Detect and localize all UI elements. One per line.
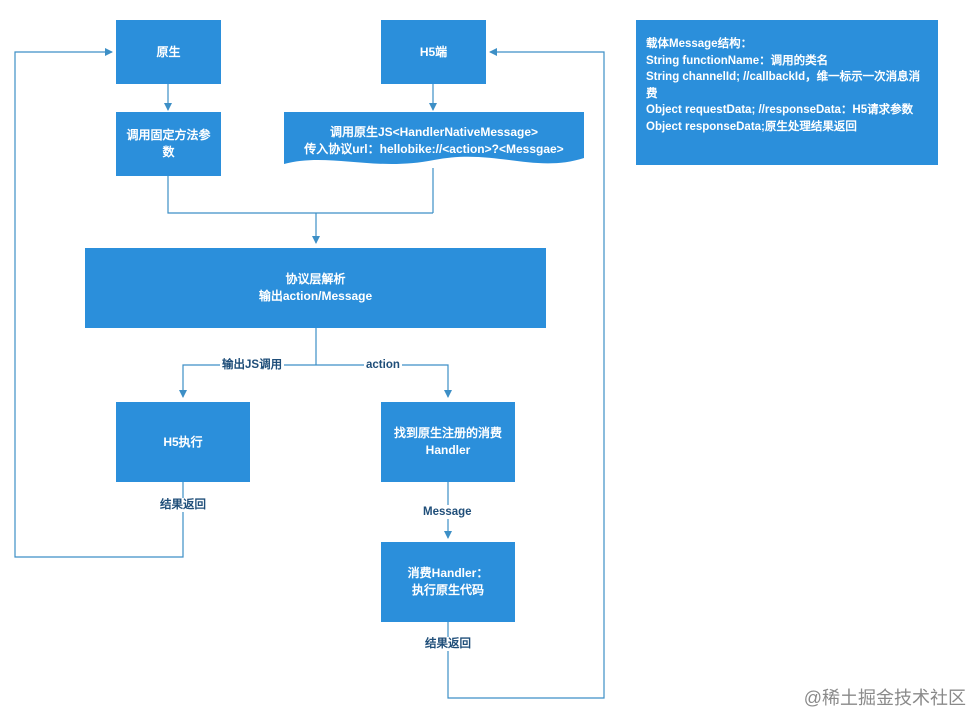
node-protocol-line2: 输出action/Message: [258, 289, 373, 303]
node-protocol-line1: 协议层解析: [285, 272, 346, 286]
node-protocol-parse[interactable]: 协议层解析 输出action/Message: [85, 248, 546, 328]
node-call-native-js-line2: 传入协议url：hellobike://<action>?<Messgae>: [304, 142, 564, 156]
note-line-2: String functionName：调用的类名: [646, 54, 829, 67]
node-h5-end-label: H5端: [419, 44, 448, 59]
node-call-native-js-line1: 调用原生JS<HandlerNativeMessage>: [329, 125, 539, 139]
edge-call-to-merge: [167, 176, 433, 214]
edge-label-result-left: 结果返回: [158, 498, 208, 512]
node-call-native-js-shape[interactable]: [284, 112, 584, 172]
node-consume-handler[interactable]: 消费Handler： 执行原生代码: [381, 542, 515, 622]
edge-h5exec-return: [14, 48, 184, 558]
node-consume-line1: 消费Handler：: [407, 566, 489, 580]
edge-split-to-handler: [316, 364, 452, 398]
node-call-fixed-line2: 数: [162, 145, 175, 159]
node-call-native-js: 调用原生JS<HandlerNativeMessage> 传入协议url：hel…: [284, 118, 584, 164]
node-find-handler-line2: Handler: [425, 443, 471, 457]
note-line-3: String channelId; //callbackId，维一标示一次消息消: [646, 71, 921, 83]
message-structure-note: 载体Message结构： String functionName：调用的类名 S…: [636, 20, 938, 165]
edge-label-result-right: 结果返回: [423, 637, 473, 651]
node-h5-end[interactable]: H5端: [381, 20, 486, 84]
edge-label-action: action: [364, 358, 402, 372]
node-call-fixed-method[interactable]: 调用固定方法参 数: [116, 112, 221, 176]
node-find-handler[interactable]: 找到原生注册的消费 Handler: [381, 402, 515, 482]
node-find-handler-line1: 找到原生注册的消费: [393, 426, 502, 440]
watermark: @稀土掘金技术社区: [803, 688, 966, 708]
node-h5-exec-label: H5执行: [163, 434, 203, 449]
edge-consume-return: [447, 48, 605, 699]
edge-label-message: Message: [421, 505, 474, 519]
edge-label-output-js: 输出JS调用: [220, 358, 285, 372]
node-native[interactable]: 原生: [116, 20, 221, 84]
node-consume-line2: 执行原生代码: [411, 583, 484, 597]
node-call-fixed-line1: 调用固定方法参: [126, 128, 211, 142]
note-line-1: 载体Message结构：: [646, 38, 753, 50]
node-h5-exec[interactable]: H5执行: [116, 402, 250, 482]
node-native-label: 原生: [156, 44, 181, 59]
note-line-6: Object responseData;原生处理结果返回: [646, 120, 857, 133]
note-line-5: Object requestData; //responseData：H5请求参…: [646, 104, 914, 116]
note-line-4: 费: [646, 87, 658, 100]
